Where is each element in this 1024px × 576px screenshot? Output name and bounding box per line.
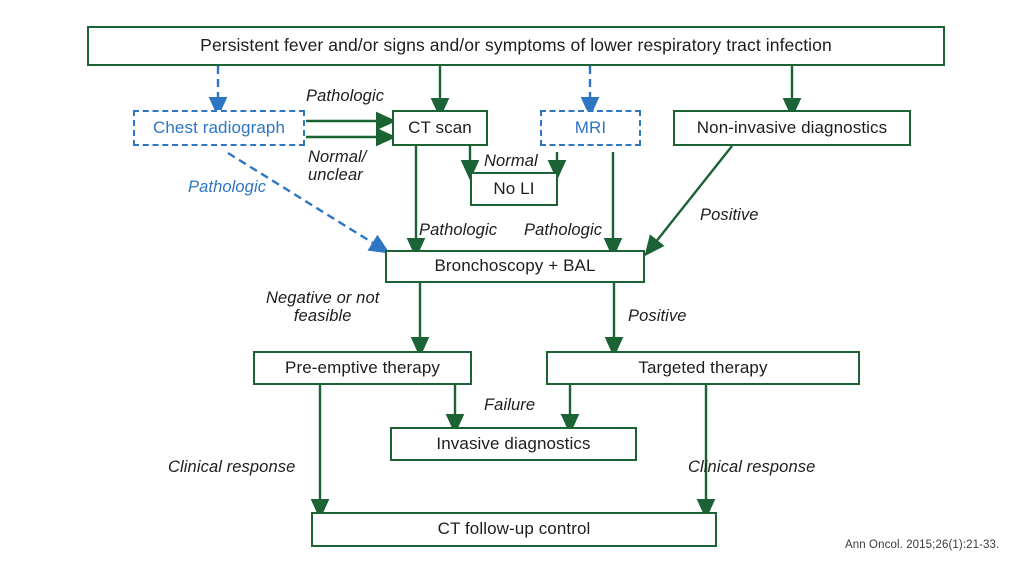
node-root-label: Persistent fever and/or signs and/or sym… xyxy=(200,35,832,56)
node-root[interactable]: Persistent fever and/or signs and/or sym… xyxy=(87,26,945,66)
node-invasive-diagnostics[interactable]: Invasive diagnostics xyxy=(390,427,637,461)
node-non-invasive-diagnostics[interactable]: Non-invasive diagnostics xyxy=(673,110,911,146)
edge-noninvasive-to-bal-positive xyxy=(644,145,733,257)
node-ct-scan-label: CT scan xyxy=(408,117,472,137)
node-chest-radiograph-label: Chest radiograph xyxy=(152,117,285,137)
edge-label-pathologic-mri-to-bal: Pathologic xyxy=(524,221,603,239)
node-no-li-label: No LI xyxy=(493,178,535,198)
node-chest-radiograph[interactable]: Chest radiograph xyxy=(133,110,305,146)
node-targeted-therapy-label: Targeted therapy xyxy=(638,357,768,377)
edge-label-positive-bal-to-targeted: Positive xyxy=(628,307,687,325)
source-citation: Ann Oncol. 2015;26(1):21-33. xyxy=(845,539,1000,551)
node-ct-follow-up-control[interactable]: CT follow-up control xyxy=(311,512,717,547)
node-bronchoscopy-bal[interactable]: Bronchoscopy + BAL xyxy=(385,250,645,283)
node-non-invasive-diagnostics-label: Non-invasive diagnostics xyxy=(696,117,888,137)
node-ct-scan[interactable]: CT scan xyxy=(392,110,488,146)
node-ct-follow-up-control-label: CT follow-up control xyxy=(437,519,591,539)
edge-label-clinical-response-left: Clinical response xyxy=(168,458,296,476)
edge-label-negative-or-not-feasible: Negative or not feasible xyxy=(266,289,380,326)
node-bronchoscopy-bal-label: Bronchoscopy + BAL xyxy=(434,256,596,276)
edge-label-pathologic-cxr-to-bal: Pathologic xyxy=(188,178,267,196)
edge-label-pathologic-ct-to-bal: Pathologic xyxy=(419,221,498,239)
edge-label-pathologic-cxr-to-ct: Pathologic xyxy=(306,87,385,105)
edge-label-normal-unclear: Normal/ unclear xyxy=(308,148,367,185)
edge-label-normal-ct-to-noli: Normal xyxy=(484,152,538,170)
edge-label-positive-nid-to-bal: Positive xyxy=(700,206,759,224)
node-mri-label: MRI xyxy=(574,117,607,137)
node-pre-emptive-therapy[interactable]: Pre-emptive therapy xyxy=(253,351,472,385)
node-no-li[interactable]: No LI xyxy=(470,172,558,206)
node-pre-emptive-therapy-label: Pre-emptive therapy xyxy=(285,357,440,377)
node-mri[interactable]: MRI xyxy=(540,110,641,146)
edge-label-clinical-response-right: Clinical response xyxy=(688,458,816,476)
edge-label-failure: Failure xyxy=(484,396,536,414)
node-targeted-therapy[interactable]: Targeted therapy xyxy=(546,351,860,385)
node-invasive-diagnostics-label: Invasive diagnostics xyxy=(436,433,591,453)
